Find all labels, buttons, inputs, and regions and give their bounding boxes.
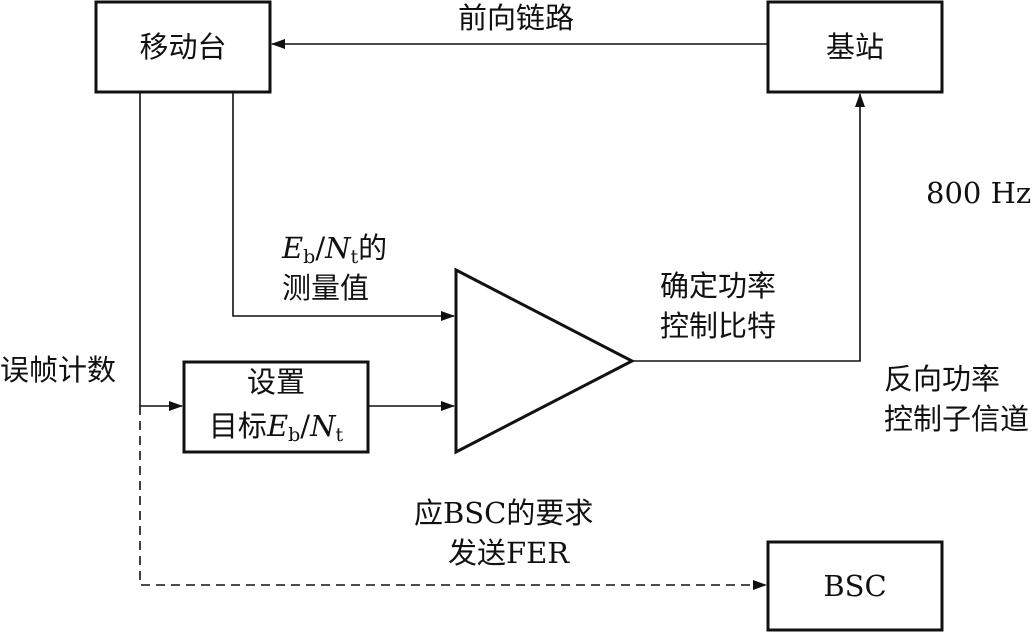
measured-value-arrow (232, 92, 455, 321)
setpoint-n: N (310, 409, 336, 443)
mobile-station-label: 移动台 (139, 30, 227, 64)
reverse-line1: 反向功率 (884, 362, 1001, 396)
setpoint-line1: 设置 (246, 365, 305, 399)
setpoint-line2: 目标Eb/Nt (184, 408, 368, 453)
forward-link-label: 前向链路 (458, 1, 575, 35)
reverse-line2: 控制子信道 (884, 402, 1030, 436)
frame-error-arrow (139, 92, 183, 411)
ebnt-n: N (325, 231, 351, 265)
setpoint-sub-b: b (288, 424, 301, 446)
reverse-power-control-arrow (632, 93, 865, 362)
decide-line2: 控制比特 (660, 309, 777, 343)
setpoint-box (182, 360, 370, 454)
bsc-request-line1: 应BSC的要求 (414, 496, 594, 530)
ebnt-slash: / (315, 231, 326, 265)
bsc-box (766, 540, 944, 632)
measured-value-label: 测量值 (282, 271, 370, 305)
bsc-request-line2: 发送FER (448, 536, 570, 570)
setpoint-sub-t: t (335, 424, 344, 446)
ebnt-sub-b: b (303, 246, 316, 268)
decide-line1: 确定功率 (660, 269, 777, 303)
base-station-label: 基站 (825, 30, 884, 64)
mobile-station-box (94, 0, 272, 94)
ebnt-e: E (282, 231, 304, 265)
comparator-triangle (454, 267, 636, 455)
base-station-box (766, 0, 944, 94)
ebnt-sub-t: t (350, 246, 359, 268)
rate-label: 800 Hz (926, 176, 1032, 210)
setpoint-prefix: 目标 (208, 409, 267, 443)
setpoint-slash: / (300, 409, 311, 443)
bsc-label: BSC (823, 569, 887, 603)
frame-error-count-label: 误帧计数 (0, 353, 117, 387)
ebnt-suffix: 的 (358, 231, 388, 265)
setpoint-e: E (266, 409, 289, 443)
ebnt-label: Eb/Nt的 (282, 230, 387, 275)
